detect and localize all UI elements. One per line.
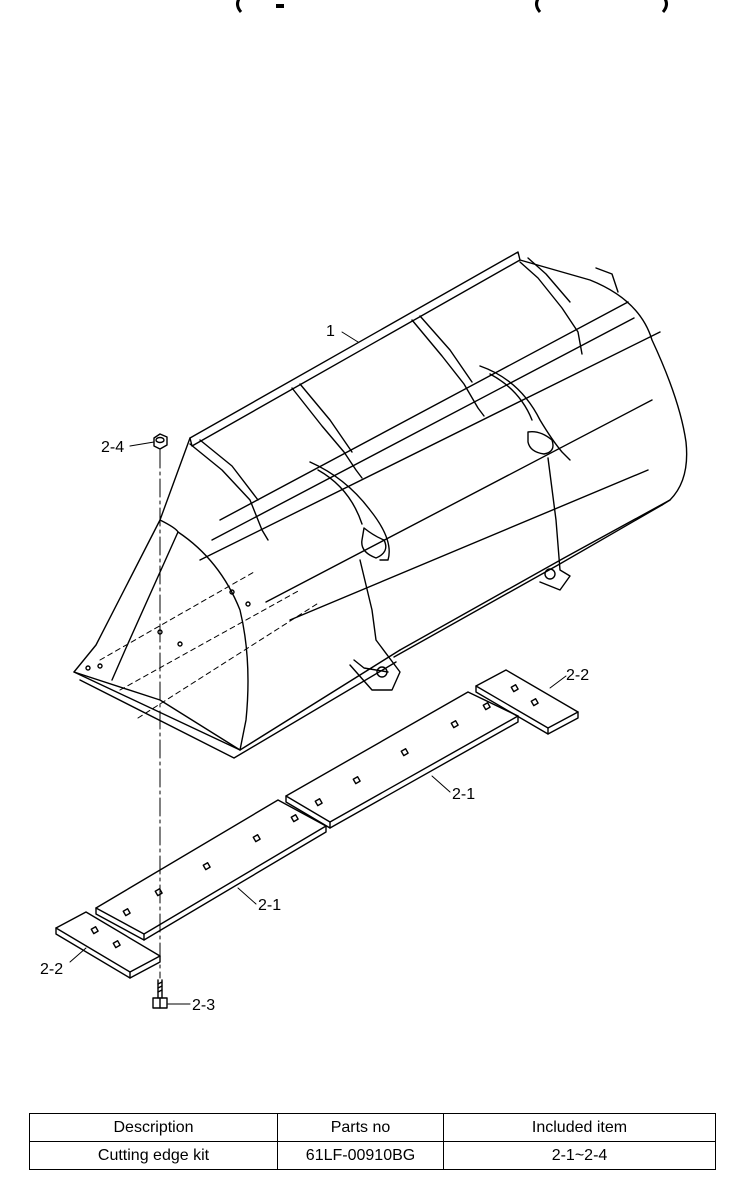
- header-parts-no: Parts no: [277, 1113, 444, 1142]
- callout-bolt: 2-3: [192, 997, 215, 1014]
- exploded-parts-diagram: 1 2-4 2-2 2-1 2-1 2-2 2-3: [40, 251, 688, 1014]
- end-bit-left: [55, 911, 161, 979]
- bucket-body: [73, 251, 688, 759]
- callout-cutting-edge-left: 2-1: [258, 897, 281, 914]
- cell-included-item: 2-1~2-4: [443, 1141, 716, 1170]
- cell-description: Cutting edge kit: [29, 1141, 278, 1170]
- cutting-edge-left: [95, 799, 327, 941]
- callout-cutting-edge-right: 2-1: [452, 786, 475, 803]
- truncated-header-glyphs: [0, 0, 743, 14]
- header-description: Description: [29, 1113, 278, 1142]
- header-included-item: Included item: [443, 1113, 716, 1142]
- nut-part: [153, 433, 168, 450]
- parts-table-header-row: Description Parts no Included item: [29, 1113, 716, 1142]
- bolt-part: [152, 979, 168, 1009]
- parts-table: Description Parts no Included item Cutti…: [29, 1113, 716, 1170]
- end-bit-right: [475, 669, 579, 735]
- callout-nut: 2-4: [101, 439, 124, 456]
- callout-bucket: 1: [326, 323, 335, 340]
- table-row: Cutting edge kit 61LF-00910BG 2-1~2-4: [29, 1141, 716, 1170]
- cutting-edge-right: [285, 691, 519, 829]
- callout-end-bit-right: 2-2: [566, 667, 589, 684]
- cell-parts-no: 61LF-00910BG: [277, 1141, 444, 1170]
- callout-end-bit-left: 2-2: [40, 961, 63, 978]
